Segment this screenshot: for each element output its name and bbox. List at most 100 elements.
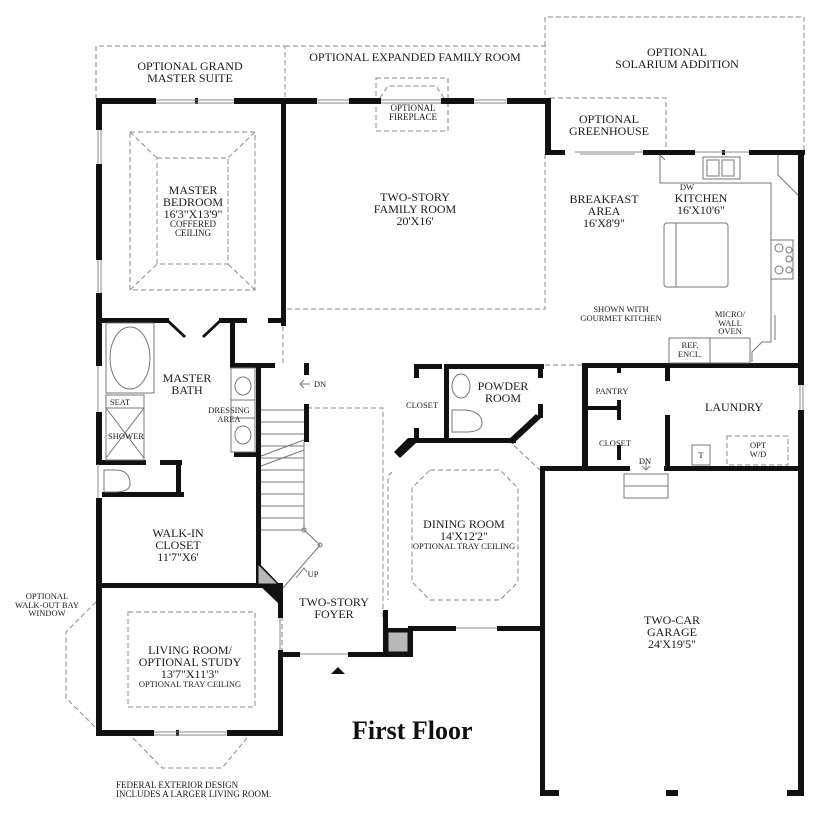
room-name: OPTIONAL STUDY bbox=[138, 655, 242, 669]
room-name: ROOM bbox=[484, 391, 522, 405]
laundry-tub-label: T bbox=[698, 451, 703, 460]
label-line: FIREPLACE bbox=[388, 112, 438, 122]
ref-enclosure-label: REF. ENCL. bbox=[678, 341, 702, 358]
room-name: DINING ROOM bbox=[423, 517, 505, 531]
room-name: LIVING ROOM/ bbox=[148, 643, 232, 657]
living-room-label: LIVING ROOM/ OPTIONAL STUDY 13'7"X11'3" … bbox=[139, 644, 242, 689]
plan-title: First Floor bbox=[352, 716, 473, 745]
label-line: PANTRY bbox=[595, 386, 629, 396]
label-line: SEAT bbox=[109, 397, 131, 407]
room-size: 16'X10'6" bbox=[677, 203, 725, 217]
micro-wall-oven-label: MICRO/ WALL OVEN bbox=[715, 310, 745, 336]
room-size: 16'3"X13'9" bbox=[163, 207, 223, 221]
entry-arrow-icon bbox=[331, 667, 345, 674]
label-line: OPTIONAL bbox=[579, 112, 639, 126]
dressing-area-label: DRESSING AREA bbox=[208, 406, 250, 423]
label-line: GREENHOUSE bbox=[569, 124, 649, 138]
room-name: POWDER bbox=[477, 379, 529, 393]
master-bedroom-label: MASTER BEDROOM 16'3"X13'9" COFFERED CEIL… bbox=[163, 184, 223, 238]
gourmet-kitchen-note: SHOWN WITH GOURMET KITCHEN bbox=[580, 305, 661, 322]
room-name: TWO-STORY bbox=[299, 595, 369, 609]
breakfast-area-label: BREAKFAST AREA 16'X8'9" bbox=[569, 193, 638, 229]
label-line: DRESSING bbox=[208, 405, 250, 415]
room-name: KITCHEN bbox=[674, 191, 728, 205]
label-line: ENCL. bbox=[677, 348, 703, 359]
label-line: INCLUDES A LARGER LIVING ROOM. bbox=[116, 789, 272, 799]
label-line: OPTIONAL bbox=[646, 45, 707, 59]
room-name: CLOSET bbox=[155, 538, 201, 552]
laundry-label: LAUNDRY bbox=[705, 401, 763, 413]
optional-fireplace-label: OPTIONAL FIREPLACE bbox=[389, 104, 437, 122]
label-line: DW bbox=[679, 182, 695, 192]
room-size: 14'X12'2" bbox=[440, 529, 488, 543]
optional-expanded-family-room-label: OPTIONAL EXPANDED FAMILY ROOM bbox=[309, 51, 521, 63]
pantry-label: PANTRY bbox=[596, 387, 629, 396]
label-line: W/D bbox=[749, 448, 767, 459]
label-line: AREA bbox=[217, 413, 241, 424]
label-line: GOURMET KITCHEN bbox=[580, 312, 662, 323]
garage-label: TWO-CAR GARAGE 24'X19'5" bbox=[644, 614, 700, 650]
windows bbox=[97, 99, 804, 736]
rear-closet-label: CLOSET bbox=[599, 439, 631, 448]
room-size: 11'7"X6' bbox=[157, 550, 199, 564]
label-line: OPTIONAL bbox=[390, 103, 436, 113]
label-line: WALK-OUT BAY bbox=[15, 599, 79, 610]
optional-grand-master-suite-label: OPTIONAL GRAND MASTER SUITE bbox=[137, 60, 242, 84]
seat-label: SEAT bbox=[110, 398, 130, 407]
label-line: OPTIONAL bbox=[25, 591, 69, 601]
label-line: OPTIONAL EXPANDED FAMILY ROOM bbox=[309, 50, 521, 64]
walls bbox=[96, 98, 805, 796]
optional-greenhouse-label: OPTIONAL GREENHOUSE bbox=[569, 113, 649, 137]
front-closet-label: CLOSET bbox=[406, 401, 438, 410]
main-stair-dn-label: DN bbox=[314, 380, 326, 389]
garage-stair-dn-label: DN bbox=[639, 457, 651, 466]
room-name: BREAKFAST bbox=[569, 192, 639, 206]
room-name: AREA bbox=[587, 204, 621, 218]
room-note: CEILING bbox=[174, 228, 211, 238]
label-line: CLOSET bbox=[598, 438, 632, 448]
room-size: 13'7"X11'3" bbox=[160, 667, 220, 681]
room-note: OPTIONAL TRAY CEILING bbox=[138, 679, 242, 689]
columns bbox=[257, 562, 409, 653]
label-line: UP bbox=[307, 569, 319, 579]
label-line: OPTIONAL GRAND bbox=[137, 59, 243, 73]
room-size: 24'X19'5" bbox=[648, 637, 696, 651]
optional-solarium-label: OPTIONAL SOLARIUM ADDITION bbox=[615, 46, 739, 70]
room-name: BATH bbox=[171, 383, 203, 397]
kitchen-label: KITCHEN 16'X10'6" bbox=[675, 192, 728, 216]
room-name: BEDROOM bbox=[162, 195, 224, 209]
family-room-label: TWO-STORY FAMILY ROOM 20'X16' bbox=[374, 191, 456, 227]
dining-room-label: DINING ROOM 14'X12'2" OPTIONAL TRAY CEIL… bbox=[413, 518, 515, 551]
stair-up-label: UP bbox=[308, 570, 319, 579]
room-size: 16'X8'9" bbox=[583, 216, 625, 230]
label-line: T bbox=[698, 450, 704, 460]
label-line: FEDERAL EXTERIOR DESIGN bbox=[116, 780, 239, 790]
room-name: TWO-STORY bbox=[380, 190, 450, 204]
label-line: OPT bbox=[749, 440, 767, 450]
fixtures bbox=[103, 154, 799, 589]
room-name: FAMILY ROOM bbox=[373, 202, 457, 216]
powder-room-label: POWDER ROOM bbox=[478, 380, 529, 404]
room-note: COFFERED bbox=[169, 219, 217, 229]
room-size: 20'X16' bbox=[396, 214, 434, 228]
room-name: TWO-CAR bbox=[644, 613, 700, 627]
room-name: MASTER bbox=[168, 183, 218, 197]
label-line: SHOWN WITH bbox=[593, 304, 649, 314]
dishwasher-label: DW bbox=[680, 183, 694, 192]
label-line: MICRO/ bbox=[714, 309, 746, 319]
room-name: WALK-IN bbox=[152, 526, 204, 540]
label-line: DN bbox=[313, 379, 327, 389]
label-line: DN bbox=[638, 456, 652, 466]
room-name: MASTER bbox=[162, 371, 212, 385]
optional-bay-window-label: OPTIONAL WALK-OUT BAY WINDOW bbox=[15, 592, 79, 618]
optional-washer-dryer-label: OPT W/D bbox=[750, 441, 767, 458]
label-line: WALL bbox=[718, 317, 742, 328]
label-line: SOLARIUM ADDITION bbox=[615, 57, 739, 71]
label-line: REF. bbox=[681, 340, 699, 350]
label-line: SHOWER bbox=[108, 431, 144, 441]
shower-label: SHOWER bbox=[108, 432, 144, 441]
foyer-label: TWO-STORY FOYER bbox=[299, 596, 369, 620]
walk-in-closet-label: WALK-IN CLOSET 11'7"X6' bbox=[152, 527, 203, 563]
label-line: OVEN bbox=[718, 326, 742, 336]
